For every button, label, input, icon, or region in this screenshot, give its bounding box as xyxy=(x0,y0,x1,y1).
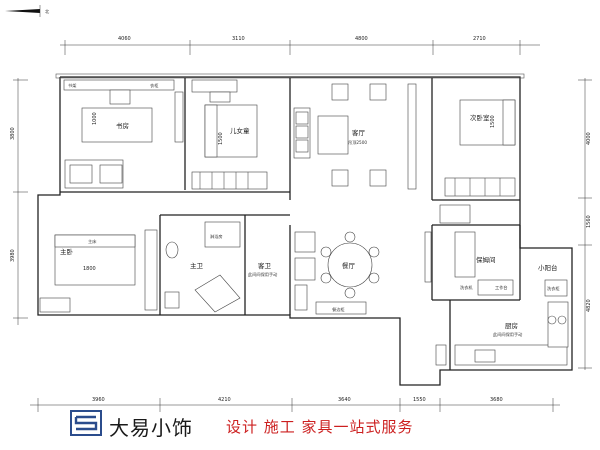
guest-bath-note: 此间间保用手动 xyxy=(248,271,277,278)
room-nanny: 保姆间 xyxy=(476,255,496,264)
guest-bath-fixtures xyxy=(294,231,316,311)
dim-right-2: 1560 xyxy=(586,215,592,228)
room-guest-bath: 客卫 xyxy=(258,261,272,270)
master-bath-fixtures: 淋浴房 xyxy=(164,221,241,313)
room-kitchen: 厨房 xyxy=(505,321,518,330)
right-dimensions: 4000 1560 4820 xyxy=(578,78,592,370)
bed-head-label: 主床 xyxy=(88,238,97,245)
living-furniture xyxy=(293,83,417,190)
room-kids: 儿女童 xyxy=(230,126,250,135)
dim-bottom-2: 4210 xyxy=(218,397,231,403)
room-dining: 餐厅 xyxy=(342,261,356,270)
wardrobe-label: 衣柜 xyxy=(150,82,158,89)
top-dimensions: 4060 3110 4800 2710 xyxy=(60,36,540,55)
dim-top-2: 3110 xyxy=(232,36,245,42)
plan-dim-2: 1500 xyxy=(218,132,224,145)
bottom-dimensions: 3960 4210 3640 1550 3680 xyxy=(30,397,560,412)
dim-right-3: 4820 xyxy=(586,299,592,312)
dim-bottom-3: 3640 xyxy=(338,397,351,403)
nanny-room-furniture: 工作台 洗衣机 洗衣柜 xyxy=(439,204,568,297)
dim-left-1: 3800 xyxy=(10,127,16,140)
dim-top-4: 2710 xyxy=(473,36,486,42)
worktable-label: 工作台 xyxy=(495,284,508,291)
plan-dim-1: 1000 xyxy=(92,112,98,125)
second-bedroom-furniture xyxy=(444,99,516,197)
laundry-label: 洗衣机 xyxy=(460,284,473,291)
dim-right-1: 4000 xyxy=(586,132,592,145)
dim-bottom-1: 3960 xyxy=(92,397,105,403)
study-furniture: 书架 衣柜 xyxy=(63,79,184,189)
brand-services: 设计 施工 家具一站式服务 xyxy=(226,418,414,436)
room-second-bedroom: 次卧室 xyxy=(470,113,490,122)
plan-dim-4: 1800 xyxy=(83,266,96,272)
dim-left-2: 3980 xyxy=(10,249,16,262)
room-balcony: 小阳台 xyxy=(538,263,558,272)
internal-walls xyxy=(60,78,521,370)
dim-bottom-4: 1550 xyxy=(413,397,426,403)
brand-name: 大易小饰 xyxy=(109,416,193,440)
dim-top-1: 4060 xyxy=(118,36,131,42)
left-dimensions: 3800 3980 xyxy=(10,78,28,325)
sideboard-label: 餐边柜 xyxy=(332,306,345,313)
kids-room-furniture xyxy=(191,79,268,190)
master-bedroom-furniture: 主床 xyxy=(39,229,158,313)
shower-label: 淋浴房 xyxy=(210,233,223,240)
room-living: 客厅 xyxy=(352,128,366,137)
dim-top-3: 4800 xyxy=(355,36,368,42)
living-note: 吊顶2500 xyxy=(348,140,367,146)
kitchen-fixtures xyxy=(435,301,569,366)
room-study: 书房 xyxy=(116,121,129,130)
room-master-bath: 主卫 xyxy=(190,261,204,270)
kitchen-note: 此间间保用手动 xyxy=(493,331,522,338)
wash-label: 洗衣柜 xyxy=(547,285,560,292)
brand-logo-icon xyxy=(70,410,102,436)
room-master-bedroom: 主卧 xyxy=(60,247,74,256)
dim-bottom-5: 3680 xyxy=(490,397,503,403)
bookshelf-label: 书架 xyxy=(68,82,76,89)
compass-label: 北 xyxy=(45,8,50,15)
plan-dim-3: 1500 xyxy=(490,115,496,128)
dining-furniture: 餐边柜 xyxy=(315,231,432,315)
north-arrow: 北 xyxy=(5,5,50,17)
